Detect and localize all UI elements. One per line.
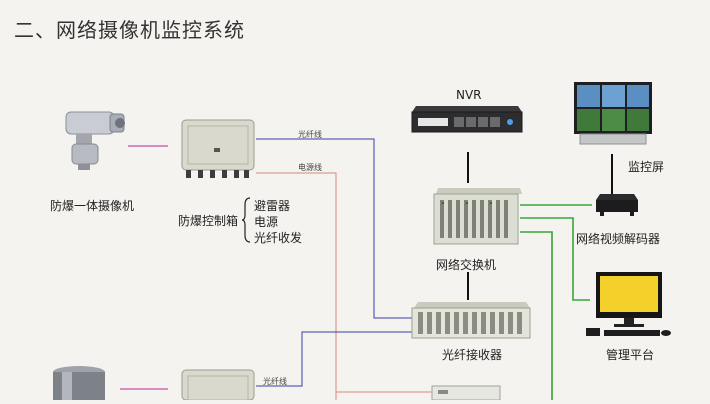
- nvr-label: NVR: [456, 88, 482, 102]
- power-label-top: 电源线: [298, 163, 322, 172]
- control-box-bottom: [178, 368, 260, 404]
- control-box-label: 防爆控制箱: [178, 214, 239, 228]
- pc-label: 管理平台: [606, 348, 655, 362]
- nvr-device: [410, 104, 524, 140]
- video-decoder: [592, 192, 640, 222]
- fiber-label-top: 光纤线: [298, 130, 322, 139]
- box-part-power: 电源: [254, 215, 279, 229]
- camera-bottom: [46, 362, 112, 404]
- management-pc: [584, 270, 674, 342]
- control-box-top: [178, 118, 260, 184]
- page-title: 二、网络摄像机监控系统: [14, 18, 245, 42]
- fiber-receiver: [408, 300, 532, 346]
- net-switch-down: [520, 231, 553, 400]
- camera-top-label: 防爆一体摄像机: [50, 199, 135, 213]
- cabinet-bottom: [430, 384, 502, 404]
- camera-top: [62, 108, 132, 176]
- net-switch-pc: [520, 217, 590, 301]
- video-wall: [570, 80, 656, 150]
- receiver-label: 光纤接收器: [442, 348, 503, 362]
- fiber-line-bottom: [256, 331, 414, 387]
- power-line-top: [256, 172, 337, 400]
- decoder-label: 网络视频解码器: [576, 232, 661, 246]
- switch-label: 网络交换机: [436, 258, 497, 272]
- brace-icon: [242, 197, 251, 243]
- screen-label: 监控屏: [628, 160, 665, 174]
- box-part-fiber: 光纤收发: [254, 231, 303, 245]
- box-part-surge: 避雷器: [254, 199, 291, 213]
- fiber-line-top: [256, 138, 414, 319]
- fiber-label-bottom: 光纤线: [263, 377, 287, 386]
- network-switch: [430, 186, 524, 252]
